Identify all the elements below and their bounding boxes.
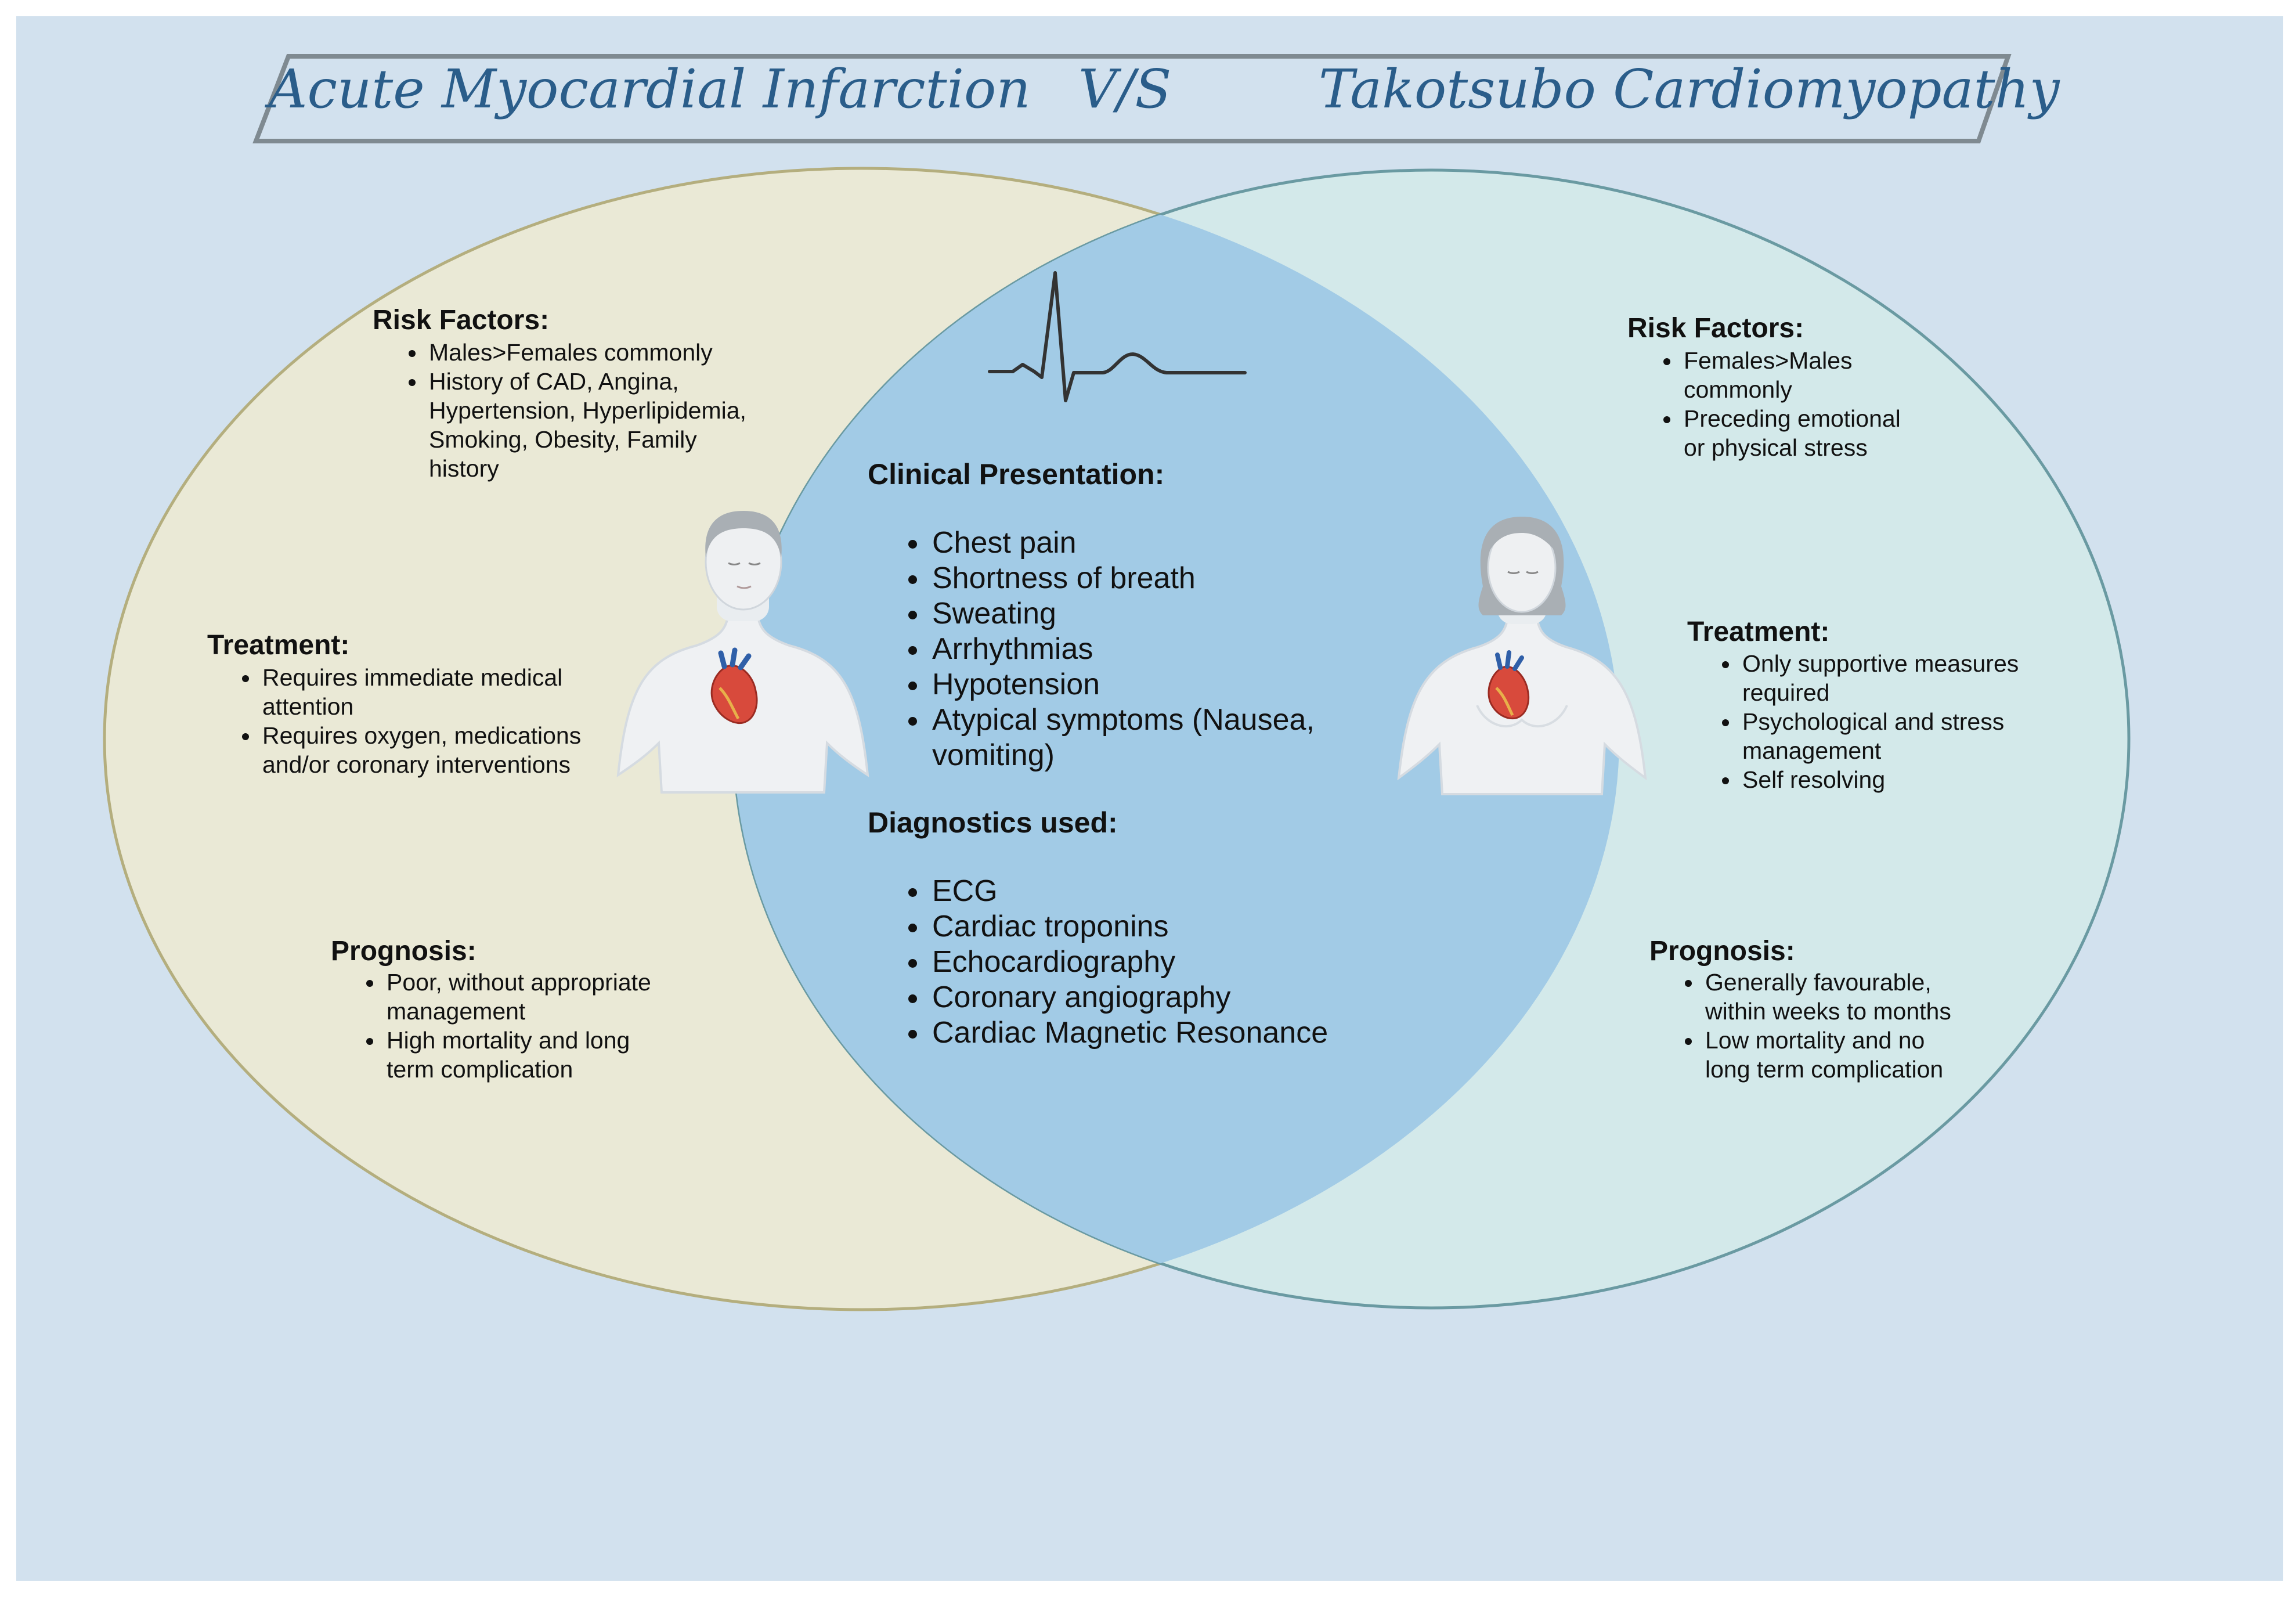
list-item: Preceding emotional or physical stress bbox=[1681, 404, 1925, 462]
diagnostics-used-list: ECG Cardiac troponins Echocardiography C… bbox=[894, 874, 1441, 1051]
right-risk-factors-heading: Risk Factors: bbox=[1627, 313, 1804, 344]
list-item: Females>Males commonly bbox=[1681, 346, 1925, 404]
title-left: Acute Myocardial Infarction bbox=[269, 58, 1031, 120]
left-treatment-list: Requires immediate medical attention Req… bbox=[231, 663, 585, 779]
list-item: Males>Females commonly bbox=[427, 338, 752, 367]
list-item: Only supportive measures required bbox=[1740, 649, 2065, 707]
list-item: Requires oxygen, medications and/or coro… bbox=[260, 721, 585, 779]
heart-icon-female bbox=[1488, 650, 1530, 720]
list-item: Cardiac Magnetic Resonance bbox=[930, 1015, 1441, 1051]
list-item: Sweating bbox=[930, 596, 1394, 632]
title-vs: V/S bbox=[1078, 58, 1172, 120]
list-item: Generally favourable, within weeks to mo… bbox=[1703, 968, 1964, 1026]
clinical-presentation-list: Chest pain Shortness of breath Sweating … bbox=[894, 525, 1394, 773]
list-item: Poor, without appropriate management bbox=[384, 968, 663, 1026]
right-prognosis-list: Generally favourable, within weeks to mo… bbox=[1674, 968, 1964, 1084]
ecg-waveform-icon bbox=[988, 271, 1247, 402]
list-item: Shortness of breath bbox=[930, 561, 1394, 596]
right-treatment-heading: Treatment: bbox=[1687, 617, 1830, 647]
right-prognosis-heading: Prognosis: bbox=[1649, 936, 1795, 967]
list-item: Requires immediate medical attention bbox=[260, 663, 585, 721]
left-risk-factors-heading: Risk Factors: bbox=[373, 305, 550, 336]
list-item: Cardiac troponins bbox=[930, 909, 1441, 944]
list-item: Atypical symptoms (Nausea, vomiting) bbox=[930, 702, 1394, 773]
list-item: Arrhythmias bbox=[930, 632, 1394, 667]
list-item: Hypotension bbox=[930, 667, 1394, 702]
list-item: Psychological and stress management bbox=[1740, 707, 2065, 765]
list-item: High mortality and long term complicatio… bbox=[384, 1026, 663, 1084]
title-banner bbox=[252, 54, 2012, 143]
list-item: ECG bbox=[930, 874, 1441, 909]
diagnostics-used-heading: Diagnostics used: bbox=[868, 806, 1118, 839]
list-item: Echocardiography bbox=[930, 944, 1441, 980]
list-item: Low mortality and no long term complicat… bbox=[1703, 1026, 1964, 1084]
left-risk-factors-list: Males>Females commonly History of CAD, A… bbox=[398, 338, 752, 483]
left-prognosis-list: Poor, without appropriate management Hig… bbox=[355, 968, 663, 1084]
right-risk-factors-list: Females>Males commonly Preceding emotion… bbox=[1652, 346, 1925, 462]
list-item: Coronary angiography bbox=[930, 980, 1441, 1015]
list-item: Chest pain bbox=[930, 525, 1394, 561]
right-treatment-list: Only supportive measures required Psycho… bbox=[1711, 649, 2065, 794]
heart-icon-male bbox=[710, 647, 758, 724]
left-prognosis-heading: Prognosis: bbox=[331, 936, 476, 967]
list-item: Self resolving bbox=[1740, 765, 2065, 794]
list-item: History of CAD, Angina, Hypertension, Hy… bbox=[427, 367, 752, 483]
title-right: Takotsubo Cardiomyopathy bbox=[1319, 58, 2060, 120]
left-treatment-heading: Treatment: bbox=[207, 630, 350, 661]
clinical-presentation-heading: Clinical Presentation: bbox=[868, 458, 1165, 491]
